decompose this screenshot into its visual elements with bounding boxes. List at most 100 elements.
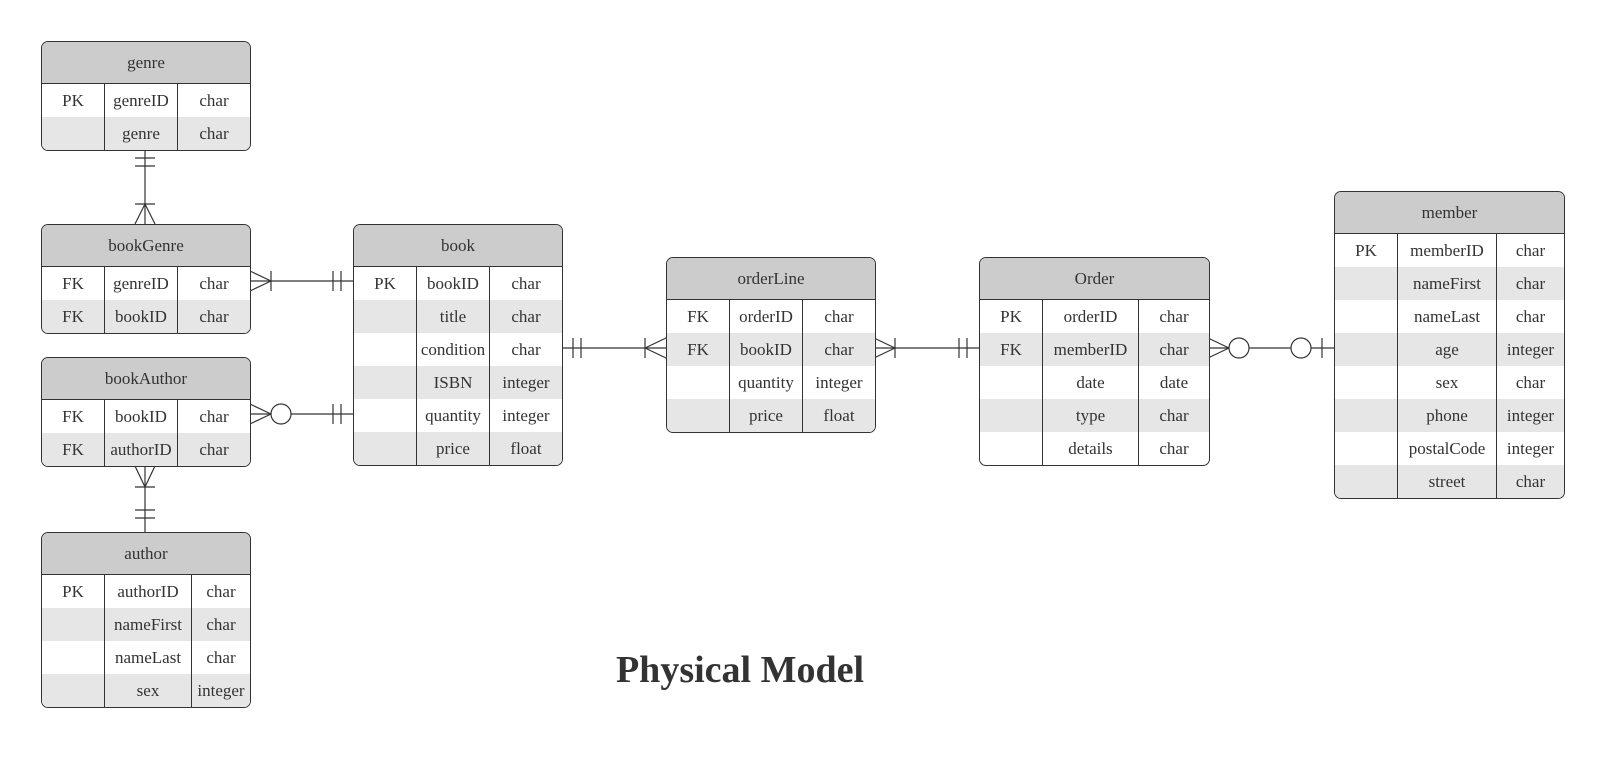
field-cell: memberID <box>1397 234 1496 267</box>
key-cell: FK <box>1000 339 1022 359</box>
field-cell: condition <box>416 333 489 366</box>
connector-bookgenre-book <box>249 270 353 292</box>
entity-orderline[interactable]: orderLine FK orderID char FK bookID char… <box>666 257 876 433</box>
connector-bookauthor-author <box>134 465 156 532</box>
key-cell <box>980 399 1042 432</box>
field-cell: bookID <box>104 400 177 433</box>
type-cell: integer <box>1496 399 1564 432</box>
type-cell: char <box>1138 399 1209 432</box>
table-row: PK orderID char <box>980 300 1209 333</box>
entity-header: bookGenre <box>42 225 250 267</box>
field-cell: nameFirst <box>1397 267 1496 300</box>
key-cell <box>667 399 729 432</box>
one-and-only-one-marker <box>332 271 342 291</box>
field-cell: genre <box>104 117 177 150</box>
table-row: FK authorID char <box>42 433 250 466</box>
table-row: street char <box>1335 465 1564 498</box>
type-cell: integer <box>802 366 875 399</box>
entity-bookgenre[interactable]: bookGenre FK genreID char FK bookID char <box>41 224 251 334</box>
field-cell: nameLast <box>104 641 191 674</box>
entity-bookauthor[interactable]: bookAuthor FK bookID char FK authorID ch… <box>41 357 251 467</box>
field-cell: quantity <box>416 399 489 432</box>
entity-author[interactable]: author PK authorID char nameFirst char n… <box>41 532 251 708</box>
entity-order[interactable]: Order PK orderID char FK memberID char d… <box>979 257 1210 466</box>
field-cell: details <box>1042 432 1138 465</box>
key-cell <box>354 300 416 333</box>
field-cell: genreID <box>104 84 177 117</box>
type-cell: char <box>1496 300 1564 333</box>
zero-or-many-marker <box>1207 337 1250 359</box>
field-cell: title <box>416 300 489 333</box>
type-cell: char <box>489 333 562 366</box>
table-row: title char <box>354 300 562 333</box>
key-cell <box>42 117 104 150</box>
type-cell: integer <box>1496 333 1564 366</box>
field-cell: sex <box>1397 366 1496 399</box>
zero-or-many-marker <box>249 403 292 425</box>
connector-bookauthor-book <box>249 403 353 425</box>
table-row: FK bookID char <box>42 400 250 433</box>
key-cell: FK <box>62 306 84 326</box>
key-cell: PK <box>62 581 84 601</box>
one-and-only-one-marker <box>572 338 582 358</box>
table-row: genre char <box>42 117 250 150</box>
type-cell: char <box>1496 366 1564 399</box>
table-row: FK genreID char <box>42 267 250 300</box>
key-cell <box>1335 465 1397 498</box>
table-row: nameLast char <box>1335 300 1564 333</box>
field-cell: bookID <box>729 333 802 366</box>
one-and-only-one-marker <box>332 404 342 424</box>
table-row: ISBN integer <box>354 366 562 399</box>
key-cell <box>1335 300 1397 333</box>
field-cell: price <box>729 399 802 432</box>
type-cell: char <box>191 641 250 674</box>
entity-header: author <box>42 533 250 575</box>
key-cell <box>354 432 416 465</box>
key-cell <box>1335 366 1397 399</box>
connector-book-orderline <box>561 337 667 359</box>
field-cell: age <box>1397 333 1496 366</box>
type-cell: char <box>1138 333 1209 366</box>
type-cell: integer <box>489 399 562 432</box>
table-row: type char <box>980 399 1209 432</box>
type-cell: char <box>191 575 250 608</box>
connector-genre-bookgenre <box>134 149 156 225</box>
table-row: postalCode integer <box>1335 432 1564 465</box>
field-cell: street <box>1397 465 1496 498</box>
key-cell <box>354 366 416 399</box>
table-row: FK orderID char <box>667 300 875 333</box>
field-cell: quantity <box>729 366 802 399</box>
key-cell <box>354 333 416 366</box>
field-cell: date <box>1042 366 1138 399</box>
field-cell: sex <box>104 674 191 707</box>
type-cell: char <box>1496 234 1564 267</box>
field-cell: nameLast <box>1397 300 1496 333</box>
field-cell: orderID <box>1042 300 1138 333</box>
key-cell: FK <box>62 273 84 293</box>
entity-genre[interactable]: genre PK genreID char genre char <box>41 41 251 151</box>
entity-member[interactable]: member PK memberID char nameFirst char n… <box>1334 191 1565 499</box>
key-cell <box>1335 333 1397 366</box>
key-cell <box>42 641 104 674</box>
type-cell: integer <box>489 366 562 399</box>
key-cell <box>354 399 416 432</box>
entity-header: Order <box>980 258 1209 300</box>
table-row: PK genreID char <box>42 84 250 117</box>
one-or-many-marker <box>873 337 896 359</box>
type-cell: float <box>489 432 562 465</box>
key-cell: FK <box>62 406 84 426</box>
field-cell: memberID <box>1042 333 1138 366</box>
key-cell <box>1335 399 1397 432</box>
connector-orderline-order <box>873 337 979 359</box>
type-cell: char <box>1138 432 1209 465</box>
type-cell: char <box>1496 267 1564 300</box>
table-row: condition char <box>354 333 562 366</box>
key-cell <box>42 608 104 641</box>
field-cell: authorID <box>104 575 191 608</box>
entity-book[interactable]: book PK bookID char title char condition… <box>353 224 563 466</box>
type-cell: integer <box>191 674 250 707</box>
type-cell: char <box>177 400 250 433</box>
diagram-title: Physical Model <box>615 649 865 691</box>
field-cell: type <box>1042 399 1138 432</box>
